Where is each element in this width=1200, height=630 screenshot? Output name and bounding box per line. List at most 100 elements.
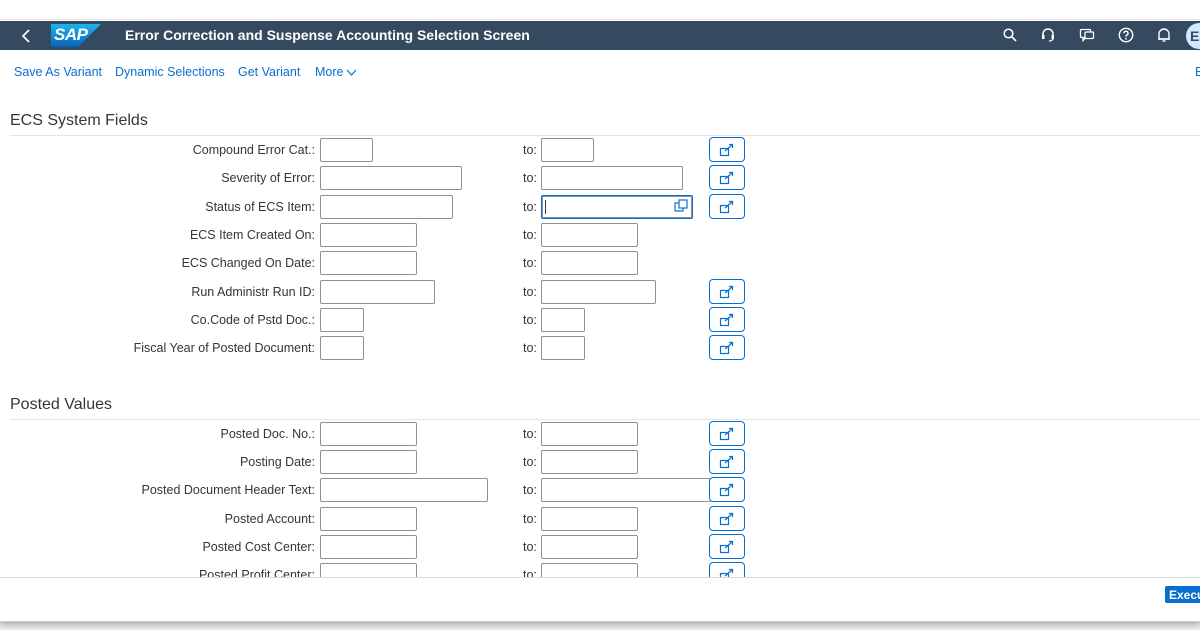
multiple-selection-button[interactable] (709, 194, 745, 219)
status-of-ecs-item-from-input[interactable] (320, 195, 453, 219)
sap-logo[interactable]: SAP (51, 24, 101, 47)
multiple-selection-icon (719, 200, 734, 213)
back-button[interactable] (14, 21, 38, 50)
dynamic-selections-button[interactable]: Dynamic Selections (115, 65, 225, 79)
multiple-selection-button[interactable] (709, 534, 745, 559)
get-variant-button[interactable]: Get Variant (238, 65, 301, 79)
notifications-button[interactable] (1152, 23, 1176, 47)
help-headset-icon (1042, 28, 1054, 42)
chevron-down-icon (347, 69, 357, 76)
field-row-run-admin-run-id: Run Administr Run ID: to: (0, 279, 1200, 304)
multiple-selection-button[interactable] (709, 279, 745, 304)
section-divider (10, 135, 1200, 136)
multiple-selection-button[interactable] (709, 307, 745, 332)
section-divider (10, 419, 1200, 420)
multiple-selection-icon (719, 540, 734, 553)
run-admin-run-id-from-input[interactable] (320, 280, 435, 304)
multiple-selection-button[interactable] (709, 335, 745, 360)
to-label: to: (523, 228, 537, 242)
more-button[interactable]: More (315, 65, 357, 79)
posted-account-to-input[interactable] (541, 507, 638, 531)
browser-top-strip (0, 0, 1200, 20)
section-title-ecs: ECS System Fields (10, 112, 148, 129)
company-code-to-input[interactable] (541, 308, 585, 332)
section-title-posted-values: Posted Values (10, 396, 112, 413)
feedback-icon (1079, 28, 1095, 43)
multiple-selection-button[interactable] (709, 421, 745, 446)
to-label: to: (523, 427, 537, 441)
help-icon (1118, 27, 1134, 43)
field-label: Posted Doc. No.: (220, 427, 316, 441)
company-code-from-input[interactable] (320, 308, 364, 332)
search-icon (1003, 28, 1017, 42)
field-label: Fiscal Year of Posted Document: (133, 341, 315, 355)
ecs-item-created-on-from-input[interactable] (320, 223, 417, 247)
save-as-variant-button[interactable]: Save As Variant (14, 65, 103, 79)
help-button[interactable] (1114, 23, 1138, 47)
fiscal-year-from-input[interactable] (320, 336, 364, 360)
to-label: to: (523, 512, 537, 526)
posting-date-from-input[interactable] (320, 450, 417, 474)
multiple-selection-button[interactable] (709, 137, 745, 162)
sap-logo-text: SAP (54, 25, 88, 44)
severity-of-error-from-input[interactable] (320, 166, 462, 190)
to-label: to: (523, 341, 537, 355)
posted-account-from-input[interactable] (320, 507, 417, 531)
multiple-selection-icon (719, 427, 734, 440)
value-help-button[interactable] (673, 198, 689, 214)
field-label: Posted Cost Center: (202, 540, 315, 554)
fiscal-year-to-input[interactable] (541, 336, 585, 360)
field-row-posted-account: Posted Account: to: (0, 506, 1200, 531)
ecs-changed-on-date-to-input[interactable] (541, 251, 638, 275)
posting-date-to-input[interactable] (541, 450, 638, 474)
severity-of-error-to-input[interactable] (541, 166, 683, 190)
field-label: ECS Changed On Date: (181, 256, 315, 270)
multiple-selection-button[interactable] (709, 165, 745, 190)
field-label: Status of ECS Item: (205, 200, 315, 214)
posted-doc-no-to-input[interactable] (541, 422, 638, 446)
field-label: Posted Document Header Text: (141, 483, 315, 497)
field-row-posted-cost-center: Posted Cost Center: to: (0, 534, 1200, 559)
toolbar-right-item[interactable]: E (1195, 65, 1200, 79)
posted-header-text-to-input[interactable] (541, 478, 711, 502)
status-of-ecs-item-to-wrapper (541, 195, 693, 219)
to-label: to: (523, 540, 537, 554)
multiple-selection-icon (719, 285, 734, 298)
support-button[interactable] (1036, 23, 1060, 47)
to-label: to: (523, 256, 537, 270)
page-title: Error Correction and Suspense Accounting… (125, 27, 530, 43)
shell-bar: SAP Error Correction and Suspense Accoun… (0, 21, 1200, 50)
posted-cost-center-from-input[interactable] (320, 535, 417, 559)
multiple-selection-icon (719, 313, 734, 326)
posted-header-text-from-input[interactable] (320, 478, 488, 502)
multiple-selection-icon (719, 171, 734, 184)
search-button[interactable] (998, 23, 1022, 47)
status-of-ecs-item-to-input[interactable] (541, 195, 693, 219)
execute-button[interactable]: Execute (1165, 586, 1200, 603)
multiple-selection-icon (719, 143, 734, 156)
compound-error-cat-to-input[interactable] (541, 138, 594, 162)
field-row-compound-error-cat: Compound Error Cat.: to: (0, 137, 1200, 162)
notification-icon (1158, 28, 1170, 42)
field-label: Run Administr Run ID: (191, 285, 315, 299)
user-avatar[interactable]: E (1186, 23, 1200, 49)
back-icon (21, 28, 30, 43)
ecs-item-created-on-to-input[interactable] (541, 223, 638, 247)
feedback-button[interactable] (1075, 23, 1099, 47)
to-label: to: (523, 455, 537, 469)
multiple-selection-button[interactable] (709, 477, 745, 502)
multiple-selection-icon (719, 512, 734, 525)
to-label: to: (523, 483, 537, 497)
field-label: ECS Item Created On: (189, 228, 315, 242)
ecs-changed-on-date-from-input[interactable] (320, 251, 417, 275)
multiple-selection-icon (719, 455, 734, 468)
compound-error-cat-from-input[interactable] (320, 138, 373, 162)
posted-cost-center-to-input[interactable] (541, 535, 638, 559)
field-label: Co.Code of Pstd Doc.: (190, 313, 315, 327)
multiple-selection-button[interactable] (709, 506, 745, 531)
footer-toolbar: Execute (0, 577, 1200, 621)
run-admin-run-id-to-input[interactable] (541, 280, 656, 304)
posted-doc-no-from-input[interactable] (320, 422, 417, 446)
multiple-selection-button[interactable] (709, 449, 745, 474)
